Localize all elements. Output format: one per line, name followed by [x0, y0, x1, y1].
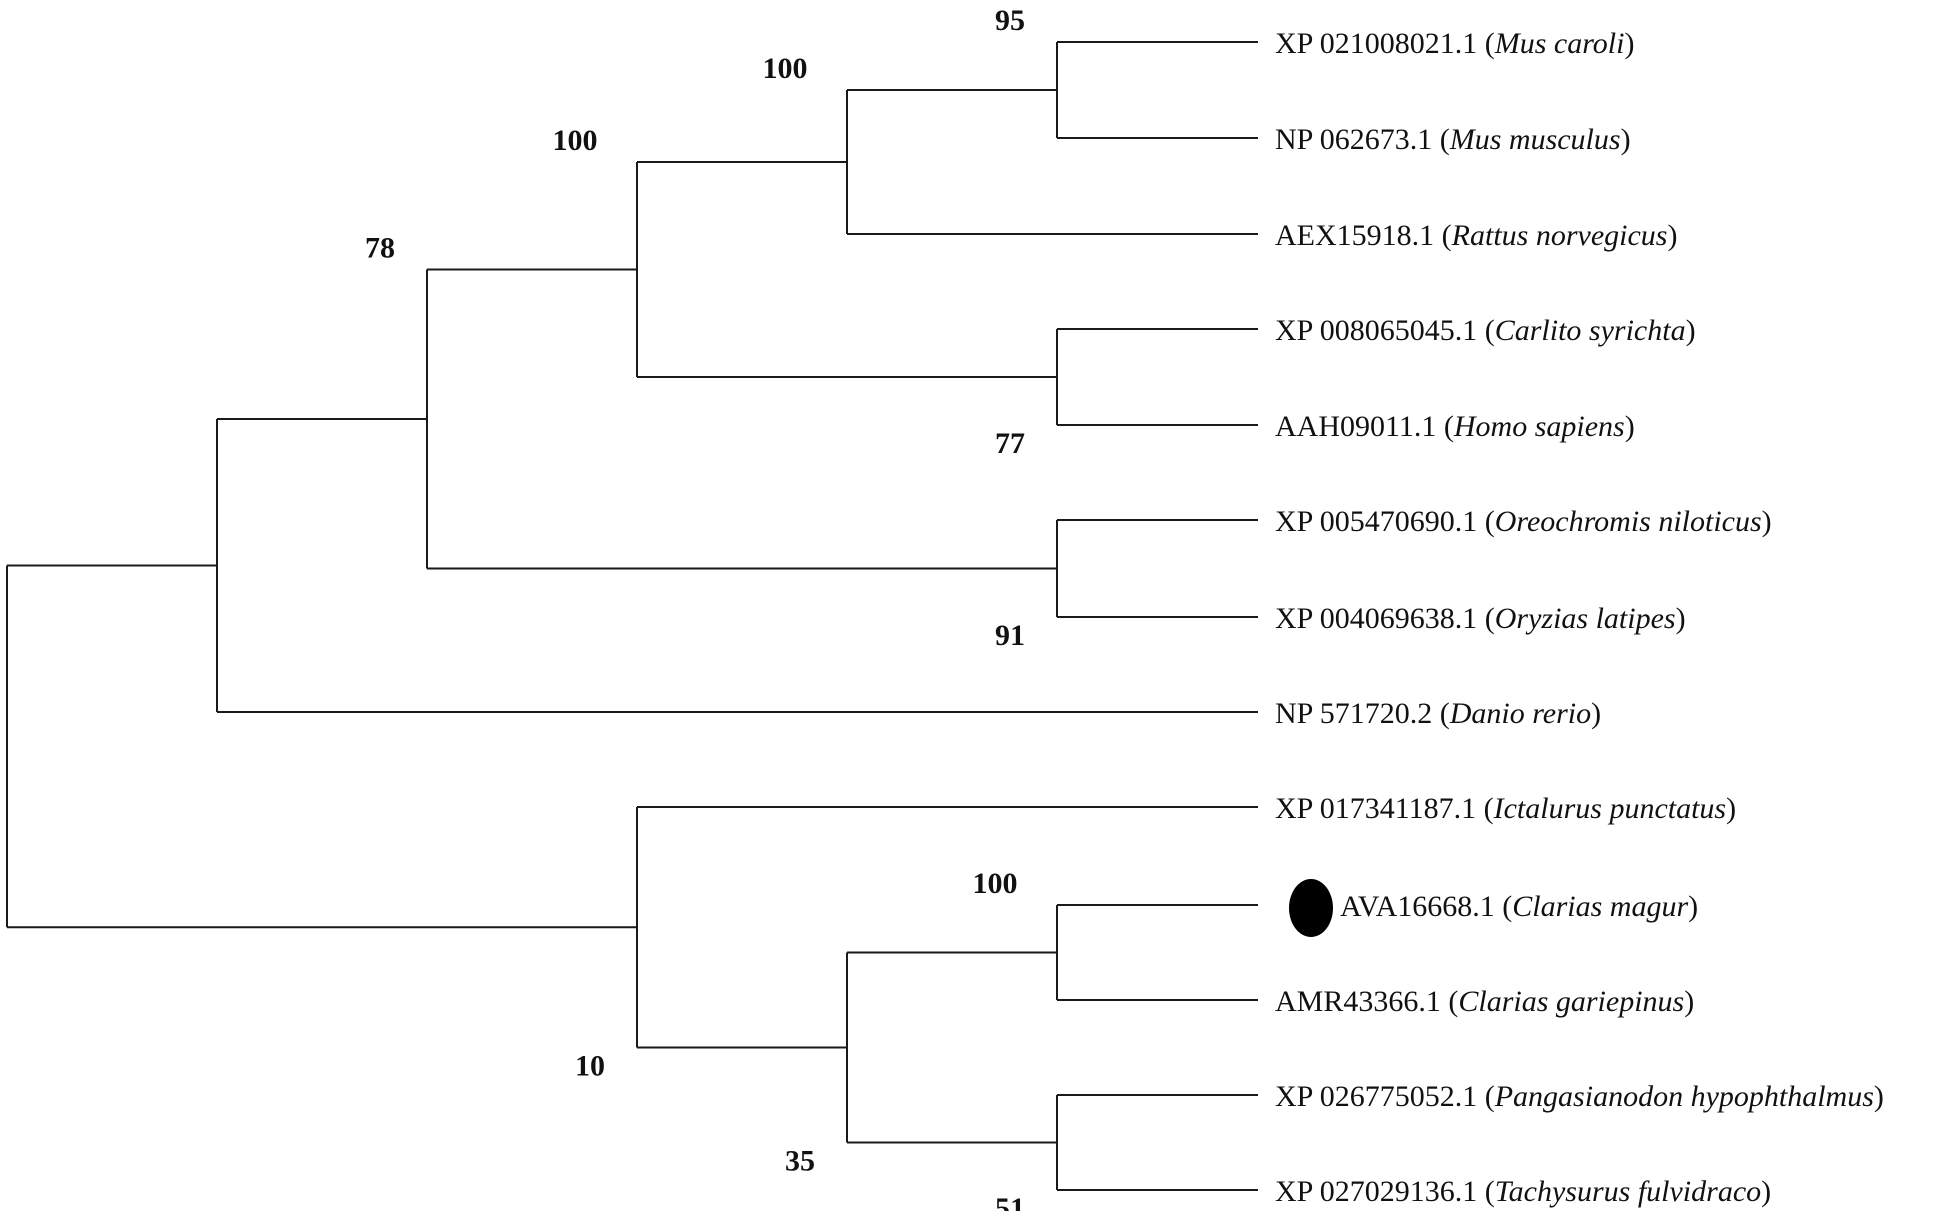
- bootstrap-values: 95 100 77 100 91 78 100 51 35 10: [365, 4, 1025, 1211]
- leaf-label-3: AEX15918.1 (Rattus norvegicus): [1275, 219, 1677, 252]
- highlight-marker-dot: [1289, 879, 1333, 937]
- leaf-label-11: AMR43366.1 (Clarias gariepinus): [1275, 985, 1694, 1018]
- leaf-label-4: XP 008065045.1 (Carlito syrichta): [1275, 314, 1696, 347]
- leaf-label-7: XP 004069638.1 (Oryzias latipes): [1275, 602, 1686, 635]
- leaf-accession: AMR43366.1 (: [1275, 985, 1458, 1018]
- bootstrap-value-n1: 95: [995, 4, 1025, 37]
- leaf-species: Oryzias latipes: [1495, 602, 1676, 635]
- leaf-species: Clarias magur: [1512, 890, 1688, 923]
- leaf-accession: XP 008065045.1 (: [1275, 314, 1495, 347]
- leaf-accession: AVA16668.1 (: [1340, 890, 1512, 923]
- leaf-accession: AEX15918.1 (: [1275, 219, 1452, 252]
- leaf-label-10: AVA16668.1 (Clarias magur): [1340, 890, 1698, 923]
- leaf-accession: XP 021008021.1 (: [1275, 27, 1495, 60]
- tree-markers: [1289, 879, 1333, 937]
- bootstrap-value-n8: 100: [973, 867, 1018, 900]
- leaf-species: Pangasianodon hypophthalmus: [1494, 1080, 1874, 1113]
- leaf-label-2: NP 062673.1 (Mus musculus): [1275, 123, 1631, 156]
- bootstrap-value-n6: 78: [365, 232, 395, 265]
- leaf-labels: XP 021008021.1 (Mus caroli) NP 062673.1 (…: [1275, 27, 1884, 1208]
- leaf-species: Oreochromis niloticus: [1495, 505, 1762, 538]
- leaf-accession: XP 027029136.1 (: [1275, 1175, 1495, 1208]
- leaf-label-6: XP 005470690.1 (Oreochromis niloticus): [1275, 505, 1772, 538]
- leaf-species: Danio rerio: [1449, 697, 1591, 730]
- leaf-species: Rattus norvegicus: [1451, 219, 1668, 252]
- leaf-species: Homo sapiens: [1453, 410, 1625, 443]
- leaf-accession: XP 004069638.1 (: [1275, 602, 1495, 635]
- bootstrap-value-n4: 100: [553, 124, 598, 157]
- leaf-accession: XP 005470690.1 (: [1275, 505, 1495, 538]
- bootstrap-value-n2: 100: [763, 52, 808, 85]
- bootstrap-value-n3: 77: [995, 427, 1025, 460]
- leaf-accession: XP 017341187.1 (: [1275, 792, 1494, 825]
- bootstrap-value-n5: 91: [995, 619, 1025, 652]
- leaf-label-13: XP 027029136.1 (Tachysurus fulvidraco): [1275, 1175, 1771, 1208]
- leaf-label-1: XP 021008021.1 (Mus caroli): [1275, 27, 1634, 60]
- leaf-species: Mus caroli: [1494, 27, 1625, 60]
- leaf-species: Mus musculus: [1449, 123, 1621, 156]
- leaf-label-9: XP 017341187.1 (Ictalurus punctatus): [1275, 792, 1736, 825]
- leaf-accession: NP 571720.2 (: [1275, 697, 1450, 730]
- tree-branches: [6, 41, 1258, 1191]
- leaf-species: Clarias gariepinus: [1458, 985, 1684, 1018]
- leaf-label-5: AAH09011.1 (Homo sapiens): [1275, 410, 1635, 443]
- leaf-species: Tachysurus fulvidraco: [1495, 1175, 1761, 1208]
- bootstrap-value-n9: 51: [995, 1192, 1025, 1211]
- bootstrap-value-n11: 10: [575, 1050, 605, 1083]
- leaf-accession: NP 062673.1 (: [1275, 123, 1450, 156]
- leaf-accession: XP 026775052.1 (: [1275, 1080, 1495, 1113]
- leaf-species: Carlito syrichta: [1495, 314, 1686, 347]
- leaf-label-8: NP 571720.2 (Danio rerio): [1275, 697, 1601, 730]
- leaf-accession: AAH09011.1 (: [1275, 410, 1454, 443]
- bootstrap-value-n10: 35: [785, 1145, 815, 1178]
- leaf-species: Ictalurus punctatus: [1493, 792, 1727, 825]
- leaf-label-12: XP 026775052.1 (Pangasianodon hypophthal…: [1275, 1080, 1884, 1113]
